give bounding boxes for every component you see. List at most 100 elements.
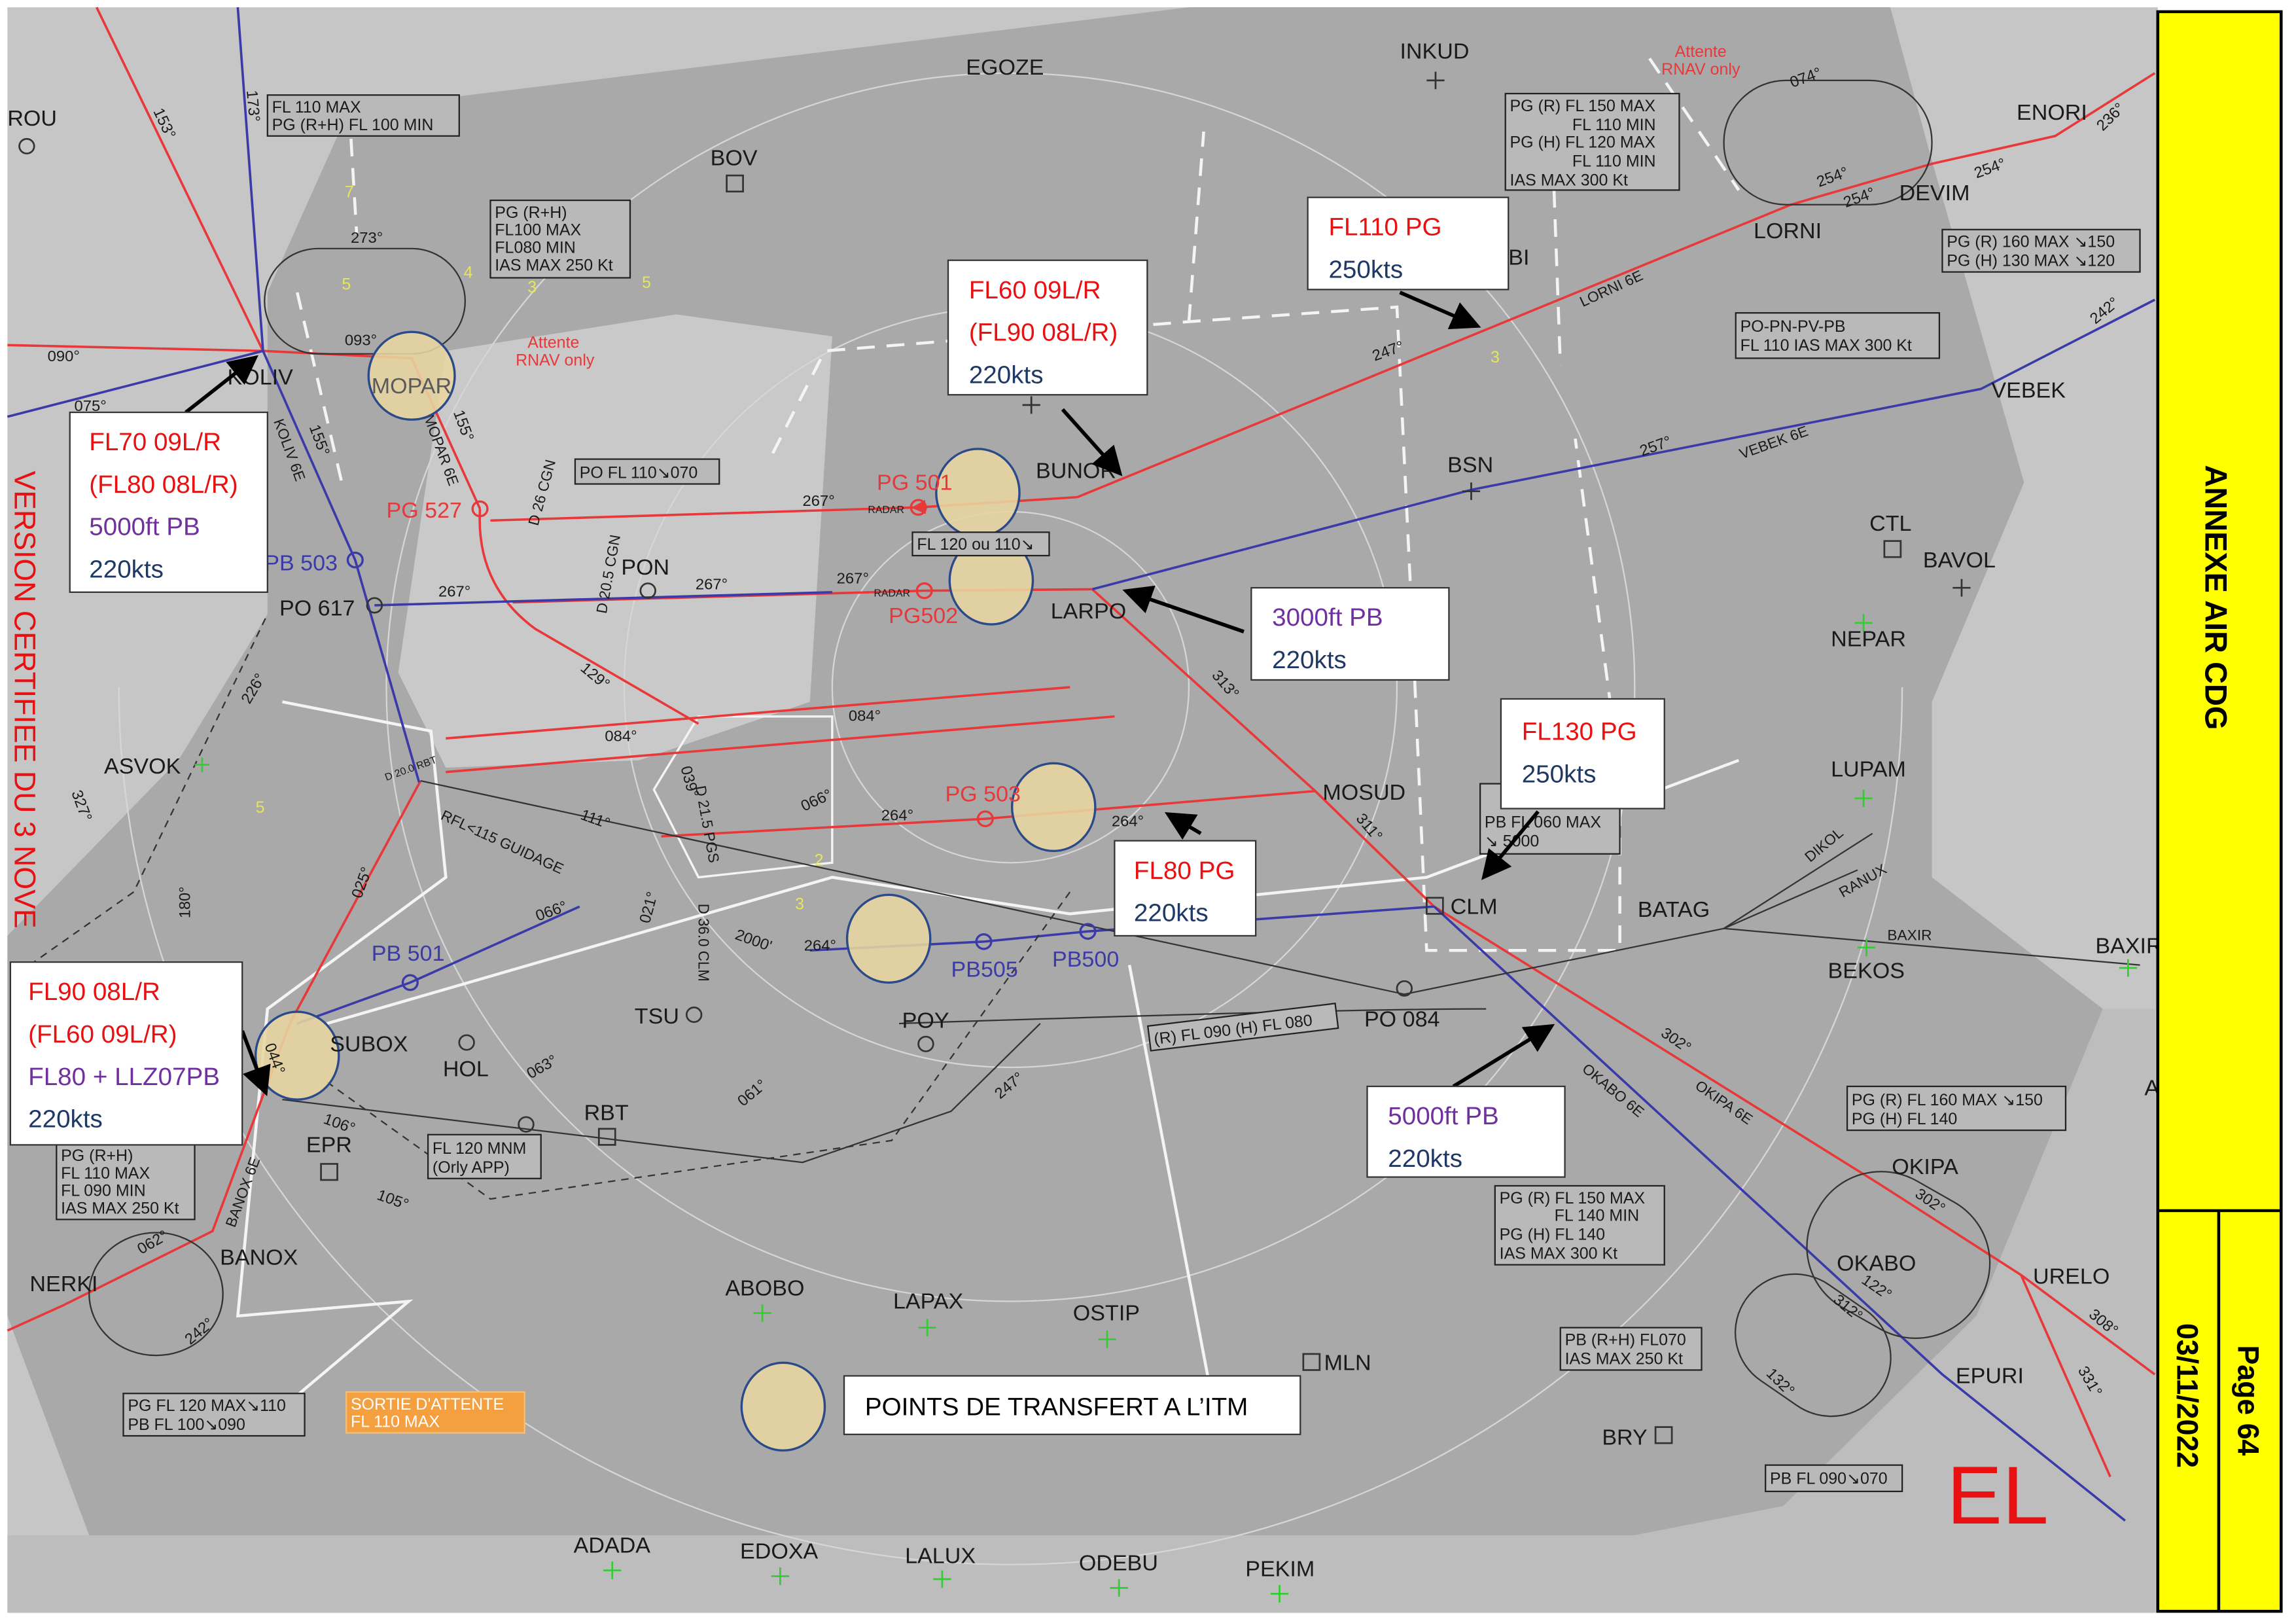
legend-transfer-point-icon xyxy=(740,1361,826,1452)
waypoint-label: TSU xyxy=(635,1004,679,1029)
waypoint-label: LAPAX xyxy=(893,1289,963,1314)
constraint-line: FL 090 MIN xyxy=(61,1183,146,1200)
callout-line: 250kts xyxy=(1522,760,1597,789)
waypoint-label: OSTIP xyxy=(1073,1301,1140,1326)
pg-fix-symbols xyxy=(471,499,994,828)
route-label: RADAR xyxy=(874,588,910,599)
callout-line: FL70 09L/R xyxy=(89,428,221,456)
waypoint-label: PG 501 xyxy=(877,471,952,495)
constraint-line: FL 110 MIN xyxy=(1572,116,1656,134)
waypoint-label: BSN xyxy=(1447,453,1493,478)
constraint-line: IAS MAX 300 Kt xyxy=(1510,172,1629,190)
sector-number: 5 xyxy=(642,274,651,292)
waypoint-label: PG 527 xyxy=(387,498,462,523)
holding-note: RNAV only xyxy=(1661,61,1740,79)
waypoint-label: ROU xyxy=(7,106,57,131)
route-label: D 36.0 CLM xyxy=(695,904,711,982)
waypoint-label: LUPAM xyxy=(1831,757,1906,782)
waypoint-label: BANOX xyxy=(220,1245,298,1270)
constraint-line: IAS MAX 250 Kt xyxy=(495,257,613,275)
sector-number: 3 xyxy=(527,279,537,296)
waypoint-label: INKUD xyxy=(1400,39,1469,64)
callout-line: 220kts xyxy=(89,556,164,584)
constraint-line: PB FL 060 MAX xyxy=(1485,814,1601,832)
waypoint-label: PG502 xyxy=(889,603,958,628)
callout-line: FL130 PG xyxy=(1522,718,1637,746)
constraint-line: FL 110 MAX xyxy=(351,1414,440,1431)
waypoint-label: OKIPA xyxy=(1892,1154,1958,1179)
callout-larpo: 3000ft PB 220kts xyxy=(1250,587,1450,681)
waypoint-label: BATAG xyxy=(1638,897,1710,922)
transfer-point-mopar xyxy=(367,330,456,421)
waypoint-label: EGOZE xyxy=(966,55,1044,80)
transfer-point-pb505 xyxy=(845,893,932,984)
constraint-line: PG (R+H) xyxy=(61,1147,133,1165)
transfer-point-subox xyxy=(254,1010,340,1101)
waypoint-symbols xyxy=(18,71,1971,1444)
page-number: Page 64 xyxy=(2231,1345,2265,1455)
waypoint-label: HOL xyxy=(443,1057,489,1082)
sector-number: 4 xyxy=(464,264,473,282)
sector-number: 7 xyxy=(345,184,354,202)
heading-label: 090° xyxy=(48,348,80,365)
rnav-fix-symbols xyxy=(194,614,2137,1603)
waypoint-label: MOSUD xyxy=(1322,780,1405,805)
constraint-line: FL 110 IAS MAX 300 Kt xyxy=(1740,337,1912,355)
callout-lorni: FL110 PG 250kts xyxy=(1307,196,1510,291)
waypoint-label: LALUX xyxy=(905,1544,976,1569)
heading-label: 093° xyxy=(345,332,377,349)
waypoint-label: MOPAR xyxy=(372,374,451,399)
constraint-line: PG (H) 130 MAX ↘120 xyxy=(1947,253,2115,270)
waypoint-label: RBT xyxy=(584,1101,629,1126)
constraint-box: FL 120 ou 110↘ xyxy=(911,531,1050,557)
waypoint-label: PEKIM xyxy=(1245,1557,1315,1582)
waypoint-label: PB 503 xyxy=(264,551,338,576)
waypoint-label: ABOBO xyxy=(725,1276,804,1301)
waypoint-label: PB 501 xyxy=(372,941,445,966)
heading-label: 173° xyxy=(243,90,262,123)
callout-line: 220kts xyxy=(1272,646,1347,674)
waypoint-label: ENORI xyxy=(2017,100,2087,125)
pb-fix-symbols xyxy=(346,551,1097,991)
waypoint-label: MLN xyxy=(1324,1351,1371,1376)
route-label: BAXIR xyxy=(1887,927,1932,944)
constraint-line: PG (H) FL 140 xyxy=(1500,1226,1605,1244)
constraint-line: PB FL 090↘070 xyxy=(1770,1471,1888,1488)
heading-label: 267° xyxy=(837,571,869,588)
airspace-boundaries xyxy=(236,58,1740,1435)
waypoint-label: PB505 xyxy=(951,957,1018,982)
waypoint-label: SUBOX xyxy=(330,1032,408,1057)
constraint-line: PO FL 110↘070 xyxy=(580,465,698,482)
constraint-line: PB FL 100↘090 xyxy=(128,1416,245,1434)
heading-label: 264° xyxy=(804,937,836,954)
callout-mosud: FL80 PG 220kts xyxy=(1114,840,1257,937)
heading-label: 273° xyxy=(351,230,383,247)
legend: POINTS DE TRANSFERT A L’ITM xyxy=(843,1375,1301,1435)
waypoint-label: PO 617 xyxy=(279,596,355,621)
tma-sector-light-bottom xyxy=(7,1008,2155,1613)
callout-line: FL80 + LLZ07PB xyxy=(28,1063,220,1091)
heading-label: 264° xyxy=(1112,813,1144,830)
editor-stamp: EL xyxy=(1947,1450,2049,1541)
heading-label: 264° xyxy=(881,808,913,825)
sector-number: 3 xyxy=(795,896,804,914)
callout-line: 220kts xyxy=(28,1105,103,1133)
transfer-points xyxy=(254,330,1097,1452)
holding-note: Attente xyxy=(527,334,579,352)
heading-label: 084° xyxy=(849,708,881,725)
constraint-line: IAS MAX 250 Kt xyxy=(61,1200,179,1218)
waypoint-label: EDOXA xyxy=(740,1539,819,1564)
constraint-line: FL100 MAX xyxy=(495,222,581,240)
callout-line: FL110 PG xyxy=(1328,213,1441,241)
waypoint-label: LARPO xyxy=(1051,599,1126,624)
callout-okabo: 5000ft PB 220kts xyxy=(1366,1085,1566,1178)
constraint-line: PG (R+H) xyxy=(495,204,567,222)
waypoint-label: BUNOR xyxy=(1036,459,1116,484)
waypoint-label: POY xyxy=(902,1008,949,1033)
callout-line: 5000ft PB xyxy=(1388,1102,1499,1130)
callout-subox: FL90 08L/R (FL60 09L/R) FL80 + LLZ07PB 2… xyxy=(9,961,243,1146)
callout-line: 220kts xyxy=(1388,1145,1462,1173)
